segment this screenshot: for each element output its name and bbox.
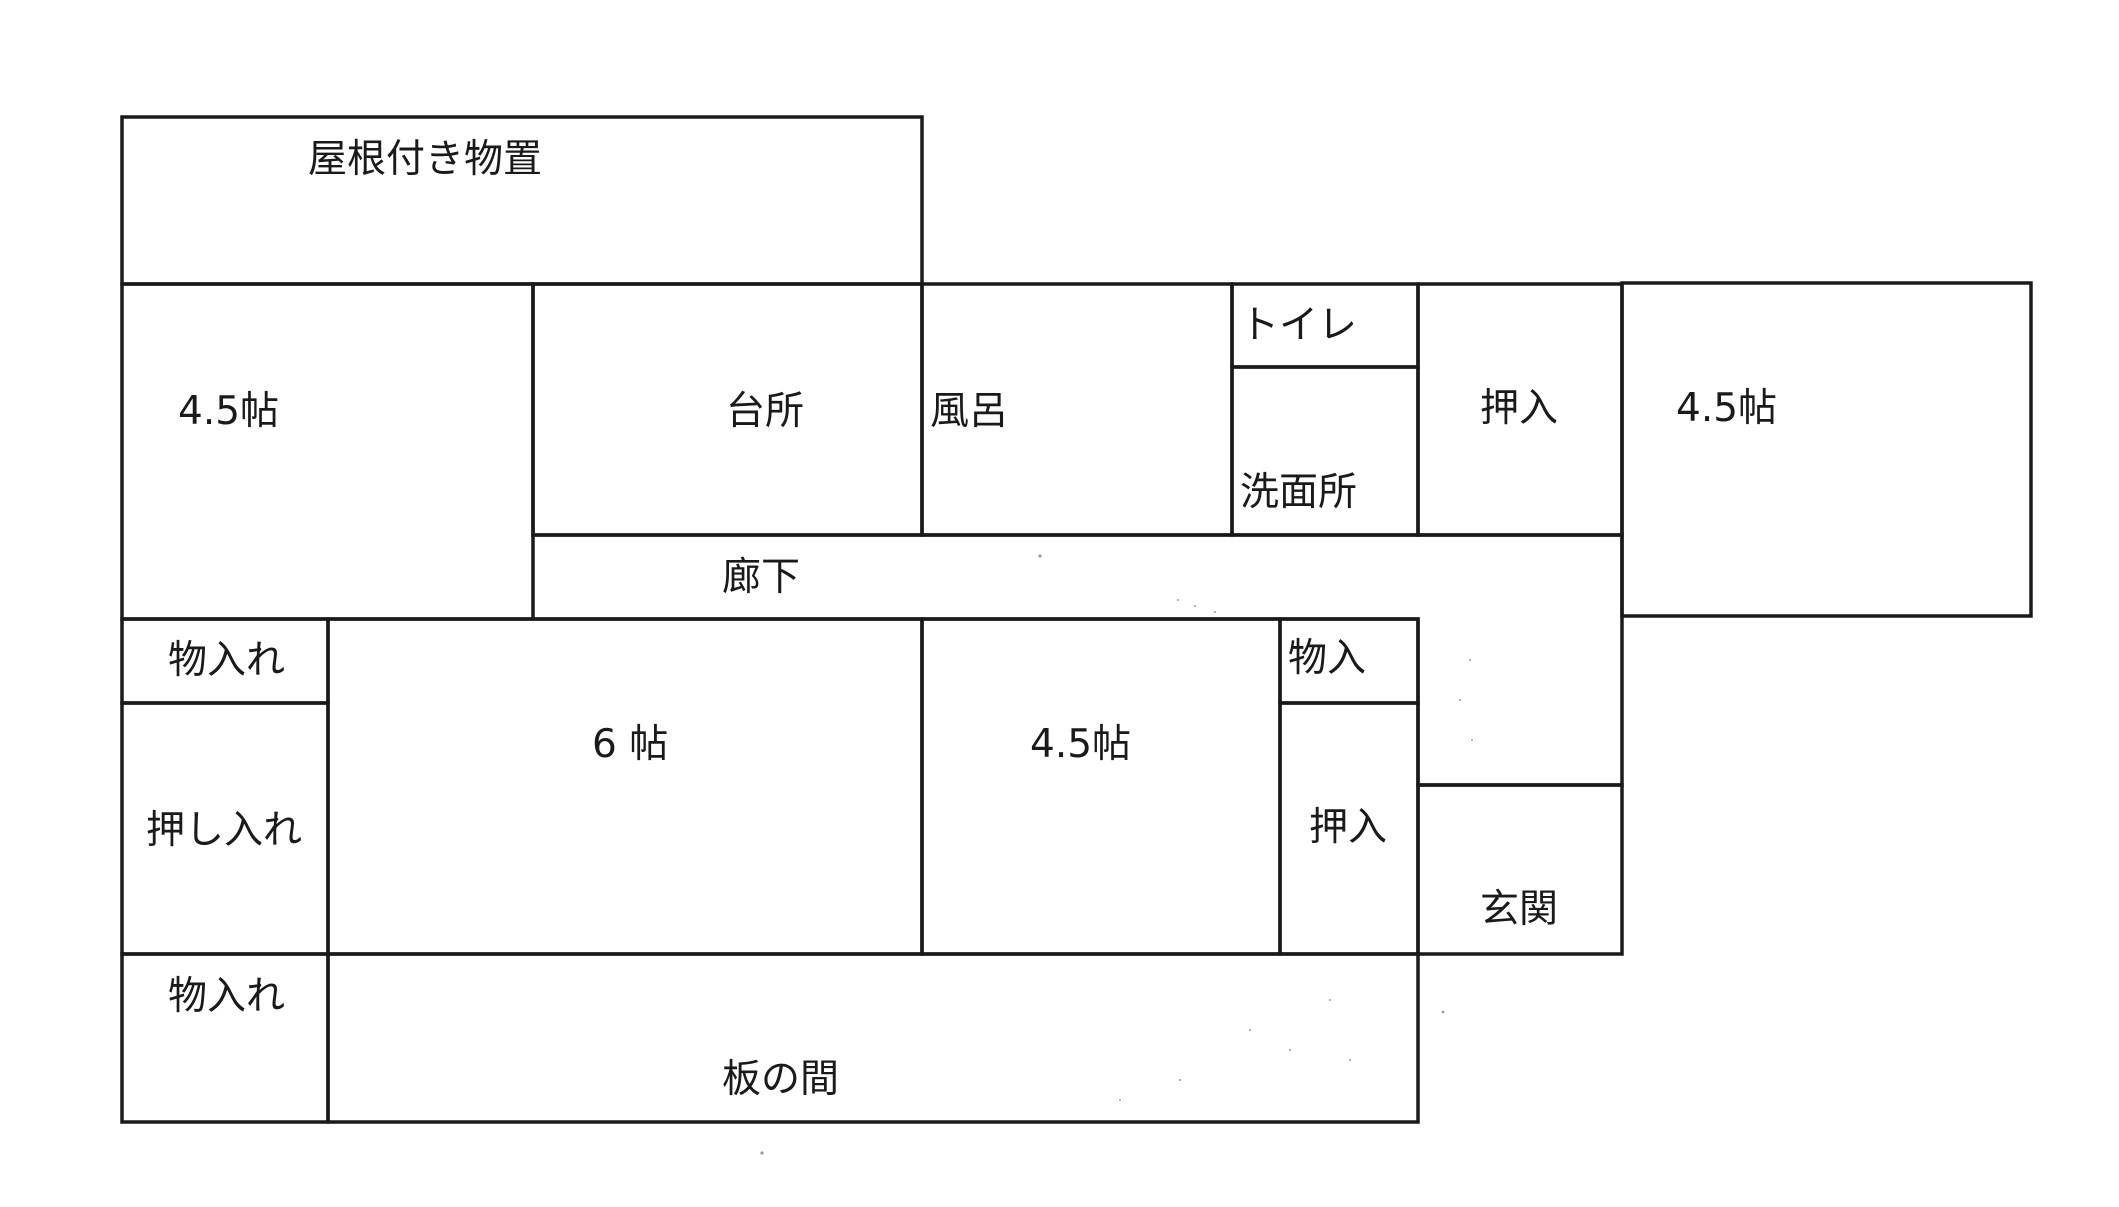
label-wood-floor: 板の間 (722, 1057, 839, 1102)
entrance-outline (1416, 783, 1624, 956)
scan-specks (760, 554, 1473, 1155)
wood-floor-outline (326, 952, 1420, 1124)
label-storage-w2: 物入れ (168, 974, 285, 1019)
room-ne-outline (1620, 281, 2033, 618)
label-storage-w1: 物入れ (168, 638, 285, 683)
label-entrance: 玄関 (1480, 887, 1558, 932)
label-room-nw: 4.5帖 (178, 389, 279, 434)
label-room-center: 4.5帖 (1030, 722, 1131, 767)
walls (120, 115, 2033, 1124)
label-closet-c: 押入 (1309, 805, 1387, 850)
label-closet-ne: 押入 (1480, 386, 1558, 431)
label-hallway: 廊下 (722, 555, 800, 600)
room-labels: 屋根付き物置 4.5帖 台所 風呂 トイレ 洗面所 押入 4.5帖 廊下 物入れ… (146, 137, 1777, 1102)
label-storage-shed: 屋根付き物置 (308, 137, 542, 182)
room-6-outline (326, 617, 924, 956)
label-room-ne: 4.5帖 (1676, 386, 1777, 431)
label-storage-c: 物入 (1288, 636, 1366, 681)
label-bath: 風呂 (930, 389, 1008, 434)
label-room-6: 6 帖 (592, 722, 668, 767)
label-toilet: トイレ (1240, 303, 1357, 348)
room-nw-outline (120, 282, 535, 621)
label-kitchen: 台所 (726, 389, 804, 434)
label-closet-w: 押し入れ (146, 808, 302, 853)
room-center-outline (920, 617, 1282, 956)
label-washroom: 洗面所 (1240, 470, 1357, 515)
